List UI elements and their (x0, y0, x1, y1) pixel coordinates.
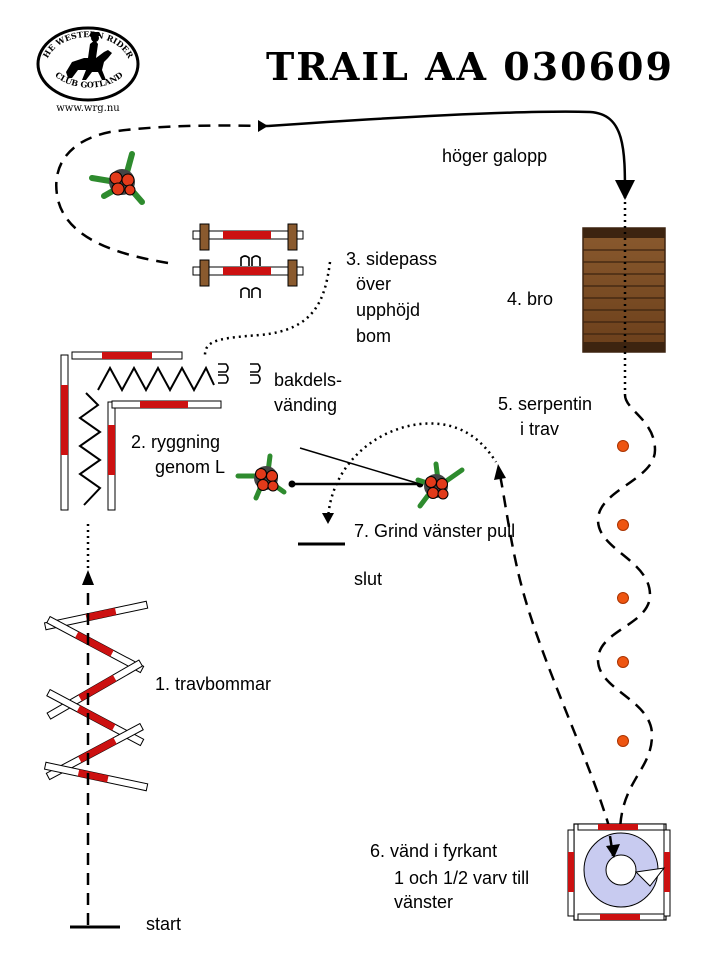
cone-icon (617, 440, 629, 452)
label-slut: slut (354, 569, 382, 589)
plant-pot-icon (235, 453, 287, 501)
horse-rider-logo-icon (66, 32, 112, 80)
sidepass-poles (192, 223, 304, 298)
label-ryggning-1: 2. ryggning (131, 432, 220, 452)
sidepass-to-turn-path (203, 261, 332, 356)
turn-square (567, 823, 671, 921)
label-ryggning-2: genom L (155, 457, 225, 477)
label-sidepass-2: över (356, 274, 391, 294)
bridge (582, 196, 666, 395)
page-title: TRAIL AA 030609 (266, 44, 674, 89)
trot-poles (43, 600, 149, 792)
plant-pot-icon (89, 151, 145, 205)
label-sidepass-1: 3. sidepass (346, 249, 437, 269)
label-bro: 4. bro (507, 289, 553, 309)
cone-icon (617, 592, 629, 604)
cone-icon (617, 656, 629, 668)
label-bakdels-2: vänding (274, 395, 337, 415)
hoof-prints-turn (218, 363, 261, 384)
label-hoger-galopp: höger galopp (442, 146, 547, 166)
hoof-prints (240, 255, 261, 298)
label-vand-3: vänster (394, 892, 453, 912)
cones (617, 440, 629, 747)
label-serpentin-2: i trav (520, 419, 559, 439)
serpentine-path (596, 394, 657, 831)
label-travbommar: 1. travbommar (155, 674, 271, 694)
logo-url: www.wrg.nu (56, 103, 120, 114)
label-bakdels-1: bakdels- (274, 370, 342, 390)
arrow-icon (82, 570, 94, 585)
label-vand-1: 6. vänd i fyrkant (370, 841, 497, 861)
plant-pot-icon (415, 461, 465, 509)
gate (288, 447, 424, 488)
arrow-icon (606, 844, 620, 858)
label-vand-2: 1 och 1/2 varv till (394, 868, 529, 888)
label-sidepass-3: upphöjd (356, 300, 420, 320)
label-start: start (146, 914, 181, 934)
label-grind: 7. Grind vänster pull (354, 521, 515, 541)
square-to-gate-path (498, 474, 612, 831)
club-logo: THE WESTERN RIDERS CLUB GOTLAND www.wrg.… (0, 0, 140, 114)
gate-path (326, 422, 498, 521)
cone-icon (617, 735, 629, 747)
gallop-path (55, 110, 635, 265)
cone-icon (617, 519, 629, 531)
arrow-icon (494, 464, 506, 480)
label-serpentin-1: 5. serpentin (498, 394, 592, 414)
label-sidepass-4: bom (356, 326, 391, 346)
arrow-icon (322, 513, 334, 524)
l-poles (60, 351, 261, 511)
